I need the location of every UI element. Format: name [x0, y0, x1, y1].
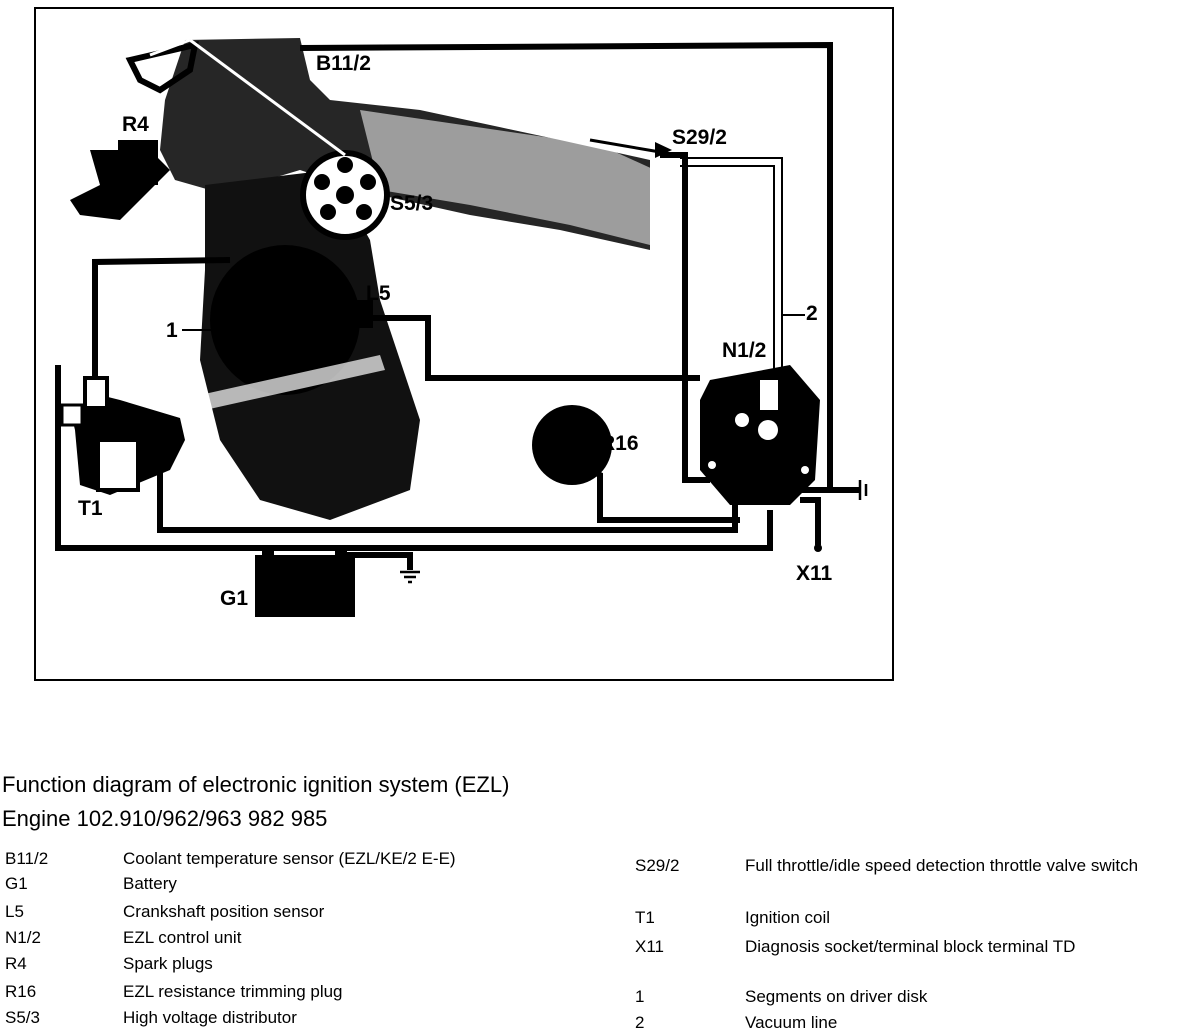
label-x11: X11 — [796, 562, 833, 585]
legend-code: B11/2 — [5, 849, 49, 868]
legend-code: R16 — [5, 982, 37, 1001]
ezl-control-unit-n1-2 — [700, 365, 820, 505]
legend-code: G1 — [5, 874, 28, 893]
legend-code: X11 — [635, 937, 664, 956]
ignition-coil-t1 — [60, 376, 185, 495]
label-s5-3: S5/3 — [390, 192, 433, 215]
x11-terminal — [814, 544, 822, 552]
battery-g1 — [255, 548, 355, 617]
throttle-switch-s29-2 — [589, 138, 672, 158]
legend-desc: High voltage distributor — [123, 1008, 297, 1027]
label-pointers — [182, 314, 805, 331]
legend-desc: Ignition coil — [745, 908, 831, 927]
caption-title: Function diagram of electronic ignition … — [2, 772, 510, 797]
label-b11-2: B11/2 — [316, 52, 371, 75]
legend-desc: Segments on driver disk — [745, 987, 928, 1006]
caption-engine: Engine 102.910/962/963 982 985 — [2, 806, 328, 831]
label-t1: T1 — [78, 497, 103, 520]
trimming-plug-r16 — [532, 405, 612, 485]
wiring — [55, 41, 860, 570]
label-n1-2: N1/2 — [722, 339, 766, 362]
legend-desc: Coolant temperature sensor (EZL/KE/2 E-E… — [123, 849, 456, 868]
ground-symbol — [400, 570, 420, 584]
legend-code: 1 — [635, 987, 645, 1006]
label-r4: R4 — [122, 113, 149, 136]
legend-desc: EZL resistance trimming plug — [123, 982, 343, 1001]
label-1: 1 — [166, 319, 178, 342]
legend-code: 2 — [635, 1013, 645, 1032]
label-2: 2 — [806, 302, 818, 325]
legend-code: L5 — [5, 902, 24, 921]
legend-desc: EZL control unit — [123, 928, 242, 947]
label-g1: G1 — [220, 587, 248, 610]
legend-desc: Diagnosis socket/terminal block terminal… — [745, 937, 1076, 956]
label-l5: L5 — [366, 282, 391, 305]
ignition-diagram: B11/2 R4 S29/2 S5/3 L5 1 2 N1/2 R16 T1 X… — [34, 7, 894, 681]
legend-code: N1/2 — [5, 928, 41, 947]
legend-code: R4 — [5, 954, 27, 973]
legend-desc: Battery — [123, 874, 177, 893]
legend-code: S29/2 — [635, 856, 680, 875]
driver-disk — [200, 245, 385, 410]
legend-code: T1 — [635, 908, 655, 927]
legend-code: S5/3 — [5, 1008, 40, 1027]
legend-desc: Full throttle/idle speed detection throt… — [745, 856, 1139, 875]
legend-desc: Vacuum line — [745, 1013, 838, 1032]
vacuum-line-2 — [680, 157, 783, 380]
ground-symbol-right — [858, 480, 868, 500]
label-r16: R16 — [600, 432, 639, 455]
label-s29-2: S29/2 — [672, 126, 727, 149]
distributor-s5-3 — [149, 38, 390, 240]
legend-desc: Crankshaft position sensor — [123, 902, 325, 921]
legend-desc: Spark plugs — [123, 954, 213, 973]
diagram-frame — [34, 7, 894, 681]
